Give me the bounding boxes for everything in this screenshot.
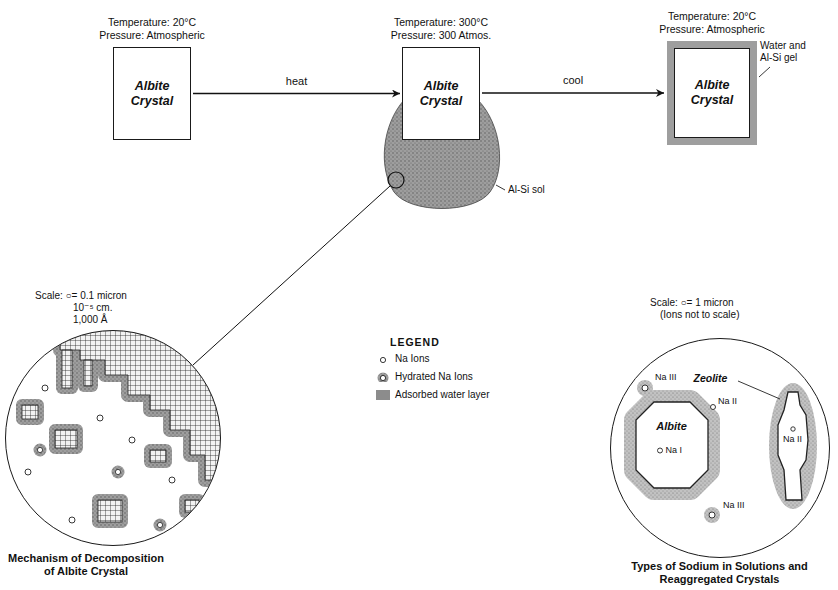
sodium-type: Na II [718,396,737,407]
na-ion [25,469,31,475]
crystal-fragment [150,450,166,462]
na-ion [69,517,75,523]
hydrated-na-ion [154,519,167,532]
water-layer [55,430,77,448]
scale-note: Scale: ○= 1 micron [650,297,734,309]
crystal-fragment [98,500,122,522]
na-ion [790,426,794,430]
na-ion [169,477,175,483]
water-layer [98,500,122,522]
sodium-type: Na III [723,500,745,511]
process-label: cool [561,74,585,87]
crystal-outline [768,382,818,510]
water-layer [185,500,199,512]
crystal-box: Temperature: 20°C Pressure: AtmosphericA… [674,48,750,138]
crystal-box: Temperature: 300°C Pressure: 300 Atmos.A… [402,47,480,140]
na-ion [380,375,385,380]
na-ion [380,357,385,362]
crystal-name: Albite Crystal [125,79,179,109]
hydrated-na-ion [34,444,47,457]
view-caption: Types of Sodium in Solutions and Reaggre… [610,560,830,585]
water-layer [62,350,72,388]
zeolite-crystal: ZeoliteNa II [768,382,818,510]
water-layer [84,360,92,386]
leader-line [759,67,770,77]
view-caption: Mechanism of Decomposition of Albite Cry… [5,552,168,577]
condition-heading: Temperature: 20°C Pressure: Atmospheric [91,16,213,42]
crystal-fragment [185,500,199,512]
crystal-fragment [62,350,72,388]
sodium-type: Na II [768,434,818,445]
crystal-outline [778,392,808,500]
adsorbed-water-layer [769,383,817,509]
crystal-name: Albite Crystal [414,79,468,109]
crystal-name: Albite [622,420,722,433]
legend-swatch [376,390,390,400]
legend-sample [376,372,390,382]
hydrated-na-ion [704,507,720,523]
zoom-line [193,186,390,365]
process-arrow [482,92,664,93]
process-arrow [193,93,400,94]
na-ion [97,415,103,421]
magnified-view: Mechanism of Decomposition of Albite Cry… [5,330,221,546]
legend-text: Adsorbed water layer [395,389,490,401]
zoom-circle [388,172,404,188]
leader-line [738,381,780,399]
legend-sample [376,354,390,364]
crystal-outline [636,402,708,488]
scale-note: 10⁻⁵ cm. [73,302,112,314]
na-ion [157,522,162,527]
na-ion [115,469,120,474]
leader-line [496,185,505,190]
crystal-lattice [60,330,230,480]
legend-text: Hydrated Na Ions [395,371,473,383]
legend-title: LEGEND [390,336,440,349]
albite-crystal: Albite Na I [622,388,722,502]
crystal-name: Zeolite [694,372,728,385]
legend-entry: Hydrated Na Ions [376,371,473,383]
water-layer [150,450,166,462]
material-label: Al-Si sol [508,184,545,196]
crystal-box: Temperature: 20°C Pressure: AtmosphericA… [113,47,191,140]
na-ion [37,447,42,452]
adsorbed-water-layer [636,402,708,488]
process-label: heat [284,75,309,88]
condition-heading: Temperature: 300°C Pressure: 300 Atmos. [380,16,502,42]
scale-note: (Ions not to scale) [660,309,739,321]
sodium-type: Na I [666,445,683,456]
na-ion [711,405,716,410]
legend-entry: Adsorbed water layer [376,389,490,401]
hydrated-na-ion [637,380,653,396]
na-ion [709,512,715,518]
legend-entry: Na Ions [376,353,429,365]
crystal-fragment [84,360,92,386]
material-label: Water and Al-Si gel [760,40,816,64]
sodium-type: Na III [655,372,677,383]
na-ion [42,385,48,391]
condition-heading: Temperature: 20°C Pressure: Atmospheric [651,10,773,36]
hydrated-na-ion [112,466,125,479]
crystal-fragment [55,430,77,448]
crystal-fragment [22,405,38,419]
decomposition-illustration [22,330,230,532]
na-ion [657,448,662,453]
magnified-view: AlbiteNa IZeoliteNa IITypes of Sodium in… [610,338,830,558]
water-layer [22,405,38,419]
legend-text: Na Ions [395,353,429,365]
gel-layer [667,41,757,145]
scale-note: Scale: ○= 0.1 micron [35,290,127,302]
crystal-name: Albite Crystal [685,78,739,108]
na-ion [129,437,135,443]
scale-note: 1,000 Å [73,314,107,326]
hydrated-na-ion [378,373,389,383]
na-ion [642,385,648,391]
water-layer [60,330,230,480]
